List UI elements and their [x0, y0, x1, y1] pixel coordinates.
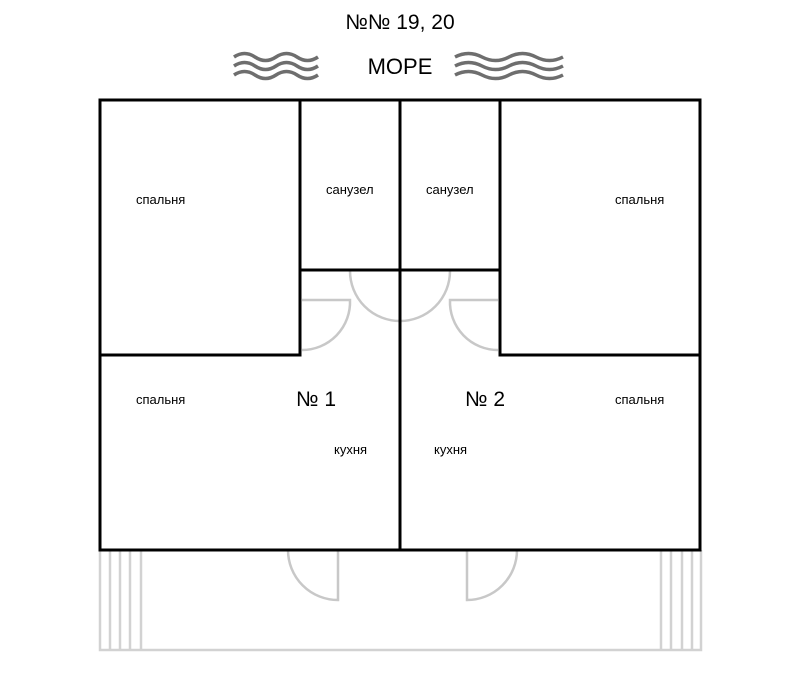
- door-bathroom-1: [348, 270, 401, 323]
- doors: [286, 270, 519, 602]
- unit-1-kitchen: кухня: [334, 442, 368, 457]
- entrance-door-1: [286, 549, 340, 602]
- door-bedroom-2: [448, 298, 499, 352]
- unit-2-bedroom-top: спальня: [615, 192, 665, 207]
- unit-1-number: № 1: [296, 388, 337, 411]
- page-title: №№ 19, 20: [345, 11, 455, 34]
- door-bathroom-2: [399, 270, 452, 323]
- unit-1-bedroom-top: спальня: [136, 192, 186, 207]
- unit-2-bedroom-bottom: спальня: [615, 392, 665, 407]
- entrance-door-2: [465, 549, 519, 602]
- walls: [98, 98, 702, 552]
- sea-waves-left-icon: [233, 51, 319, 81]
- unit-1-bedroom-bottom: спальня: [136, 392, 186, 407]
- unit-1-bathroom: санузел: [326, 182, 374, 197]
- unit-2-number: № 2: [465, 388, 506, 411]
- terrace: [98, 550, 703, 652]
- sea-waves-right-icon: [454, 51, 564, 81]
- unit-2-bathroom: санузел: [426, 182, 474, 197]
- sea-label: МОРЕ: [367, 54, 433, 79]
- door-bedroom-1: [301, 298, 352, 352]
- unit-2-kitchen: кухня: [434, 442, 468, 457]
